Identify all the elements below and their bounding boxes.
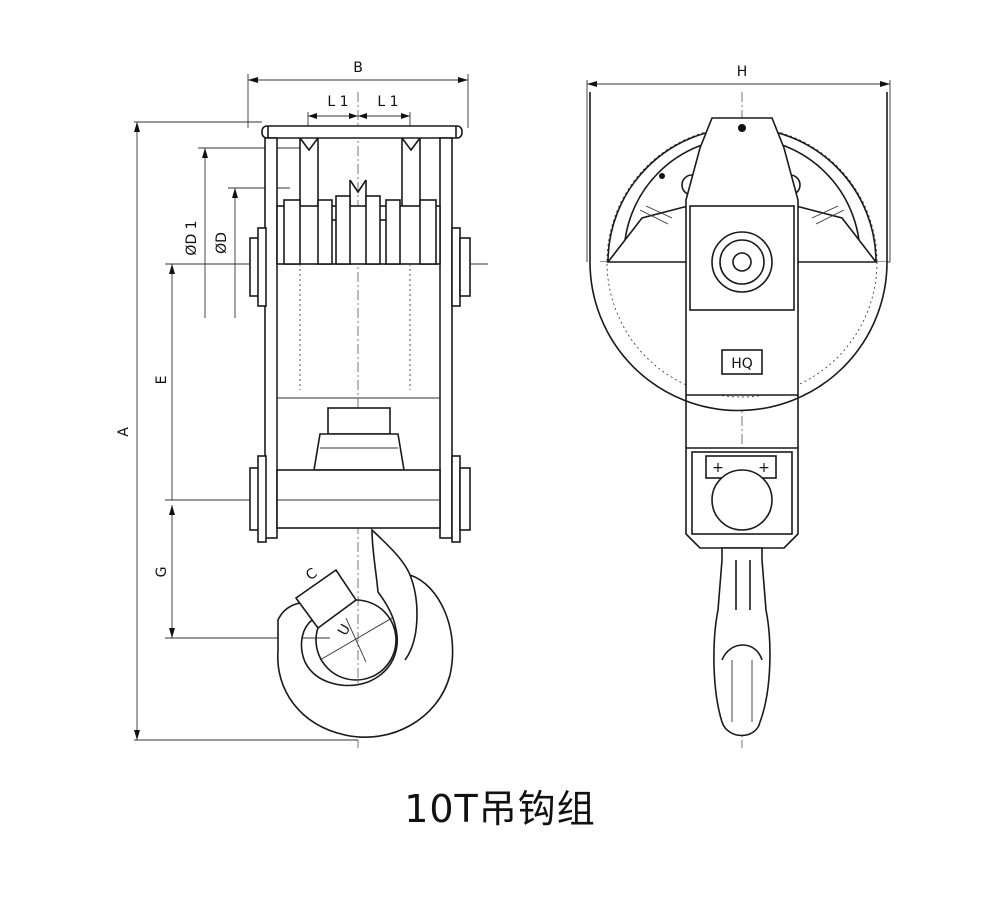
label-D1: ØD 1	[184, 220, 200, 255]
dim-B: B	[247, 60, 469, 128]
dim-D: ØD 1 ØD	[184, 147, 300, 318]
label-A: A	[116, 427, 132, 437]
label-E: E	[154, 376, 170, 385]
sheave-pack	[276, 195, 441, 265]
label-H: H	[737, 64, 748, 80]
label-B: B	[353, 60, 363, 76]
hook: C U	[277, 528, 454, 738]
nameplate-label: HQ	[731, 356, 753, 372]
label-D: ØD	[214, 232, 230, 254]
svg-text:+: +	[758, 460, 770, 476]
dim-E: E	[154, 264, 250, 501]
dim-A: A	[116, 121, 358, 741]
dim-H: H	[586, 64, 891, 262]
front-view: B L 1 L 1 A	[116, 60, 488, 748]
label-L1-right: L 1	[377, 94, 398, 110]
label-C: C	[303, 565, 320, 584]
side-view: H HQ	[586, 64, 891, 748]
label-U: U	[335, 622, 354, 639]
dim-L1: L 1 L 1	[307, 94, 411, 135]
drawing-caption: 10T吊钩组	[404, 787, 596, 831]
svg-text:+: +	[712, 460, 724, 476]
label-G: G	[154, 567, 170, 578]
label-L1-left: L 1	[327, 94, 348, 110]
